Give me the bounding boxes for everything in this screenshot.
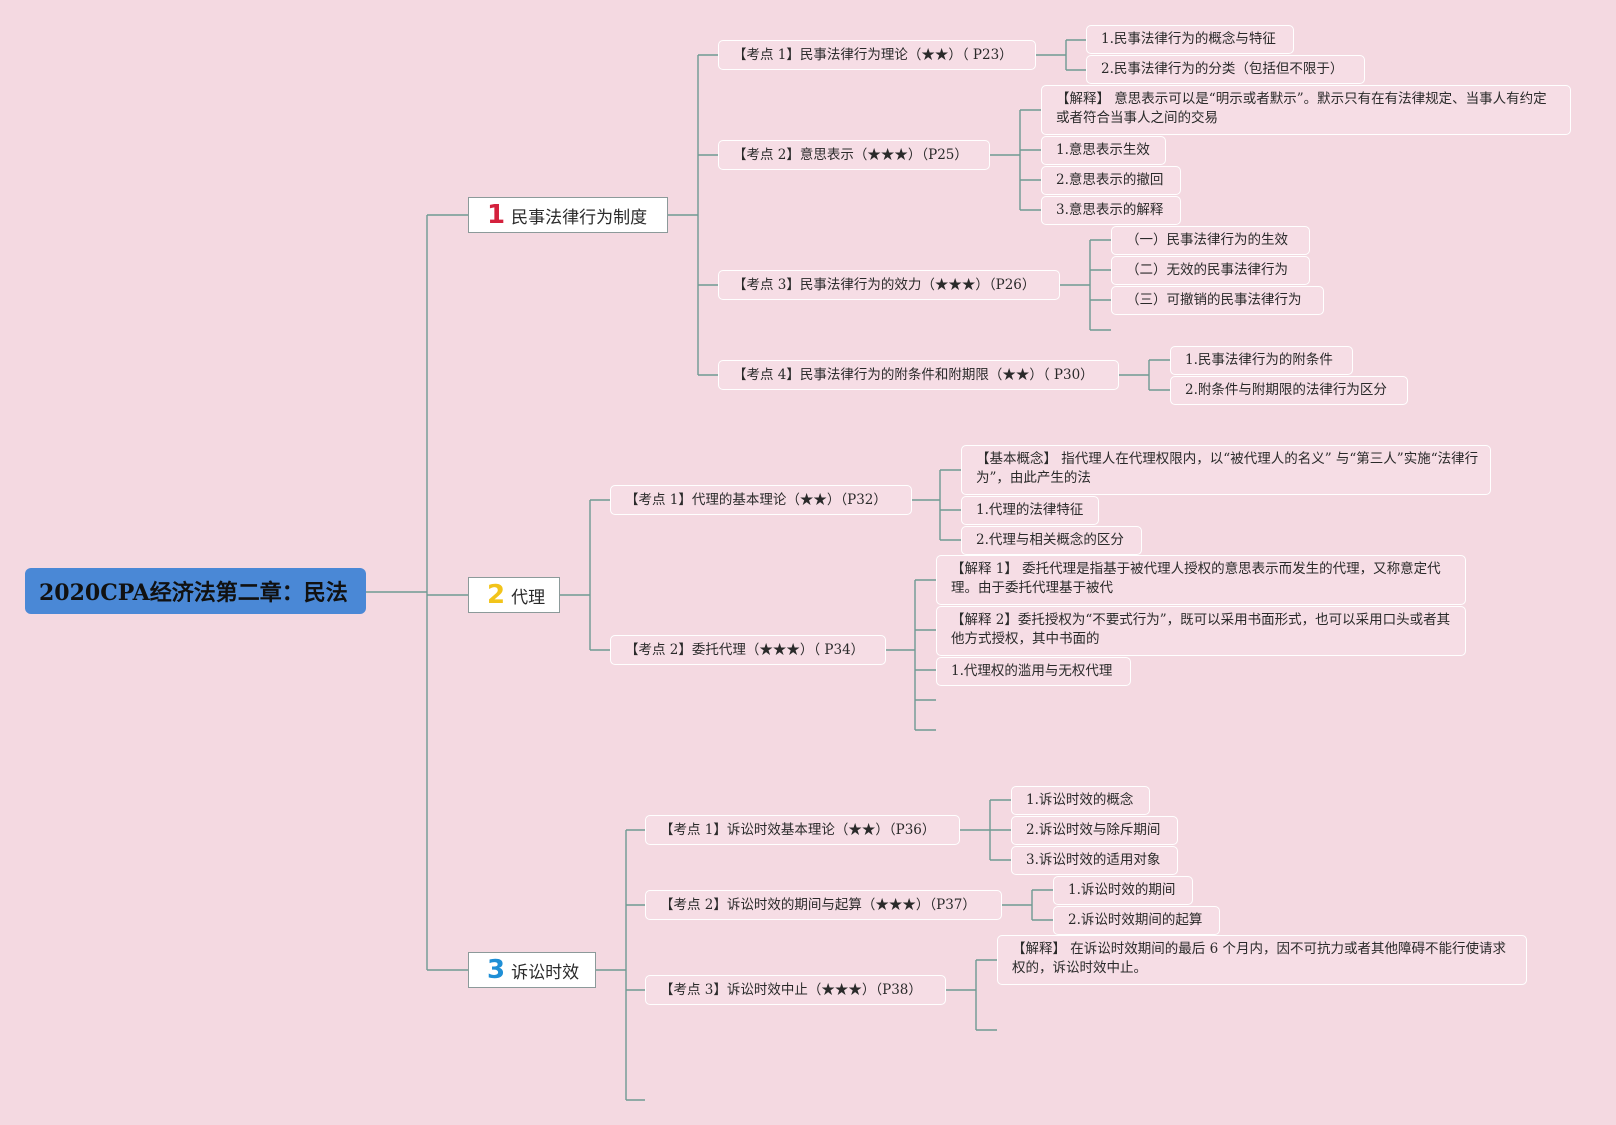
item-text: （二）无效的民事法律行为 xyxy=(1126,262,1288,278)
item-text: 2.诉讼时效与除斥期间 xyxy=(1026,822,1161,838)
connector-branch2-topics xyxy=(560,499,610,651)
root-topic[interactable]: 2020CPA经济法第二章：民法 xyxy=(25,568,366,614)
item-node[interactable]: 2.诉讼时效与除斥期间 xyxy=(1011,816,1178,845)
item-text: 1.诉讼时效的期间 xyxy=(1068,882,1176,898)
note-node[interactable]: 【解释 1】 委托代理是指基于被代理人授权的意思表示而发生的代理，又称意定代理。… xyxy=(936,555,1466,605)
topic-node[interactable]: 【考点 2】诉讼时效的期间与起算（★★★）（P37） xyxy=(645,890,1002,920)
connector-root-branches xyxy=(366,214,468,971)
item-text: 3.意思表示的解释 xyxy=(1056,202,1164,218)
item-text: 2.附条件与附期限的法律行为区分 xyxy=(1185,382,1387,398)
topic-node[interactable]: 【考点 3】民事法律行为的效力（★★★）（P26） xyxy=(718,270,1060,300)
topic-label: 【考点 2】委托代理（★★★）（ P34） xyxy=(625,641,865,658)
item-text: （三）可撤销的民事法律行为 xyxy=(1126,292,1302,308)
item-node[interactable]: 2.诉讼时效期间的起算 xyxy=(1053,906,1220,935)
connector-topic-2-1 xyxy=(912,469,961,541)
branch-label: 民事法律行为制度 xyxy=(511,207,648,228)
item-node[interactable]: 1.诉讼时效的概念 xyxy=(1011,786,1150,815)
topic-node[interactable]: 【考点 3】诉讼时效中止（★★★）（P38） xyxy=(645,975,946,1005)
item-text: 1.代理的法律特征 xyxy=(976,502,1084,518)
item-text: 3.诉讼时效的适用对象 xyxy=(1026,852,1161,868)
item-text: 2.诉讼时效期间的起算 xyxy=(1068,912,1203,928)
item-text: 1.意思表示生效 xyxy=(1056,142,1150,158)
topic-label: 【考点 1】民事法律行为理论（★★）（ P23） xyxy=(733,46,1013,63)
topic-label: 【考点 2】诉讼时效的期间与起算（★★★）（P37） xyxy=(660,896,976,913)
branch-1[interactable]: 1 民事法律行为制度 xyxy=(468,197,668,233)
item-text: 2.代理与相关概念的区分 xyxy=(976,532,1124,548)
item-node[interactable]: 1.民事法律行为的附条件 xyxy=(1170,346,1353,375)
item-text: 1.民事法律行为的附条件 xyxy=(1185,352,1333,368)
connector-topic-3-1 xyxy=(960,799,1011,861)
topic-node[interactable]: 【考点 4】民事法律行为的附条件和附期限（★★）（ P30） xyxy=(718,360,1119,390)
branch-2[interactable]: 2 代理 xyxy=(468,577,560,613)
note-text: 【解释 2】委托授权为“不要式行为”，既可以采用书面形式，也可以采用口头或者其他… xyxy=(951,612,1451,647)
connector-topic-3-2 xyxy=(1002,889,1053,921)
note-text: 【解释】 意思表示可以是“明示或者默示”。默示只有在有法律规定、当事人有约定或者… xyxy=(1056,91,1547,126)
connector-branch1-topics xyxy=(668,54,718,376)
item-node[interactable]: 3.意思表示的解释 xyxy=(1041,196,1181,225)
branch-number: 2 xyxy=(487,580,506,610)
note-text: 【解释】 在诉讼时效期间的最后 6 个月内，因不可抗力或者其他障碍不能行使请求权… xyxy=(1012,941,1506,976)
branch-number: 1 xyxy=(487,200,506,230)
item-node[interactable]: （二）无效的民事法律行为 xyxy=(1111,256,1310,285)
connector-topic-3-3 xyxy=(946,959,997,1031)
item-node[interactable]: 1.民事法律行为的概念与特征 xyxy=(1086,25,1294,54)
topic-node[interactable]: 【考点 2】委托代理（★★★）（ P34） xyxy=(610,635,886,665)
branch-label: 代理 xyxy=(511,587,546,608)
topic-node[interactable]: 【考点 1】代理的基本理论（★★）（P32） xyxy=(610,485,912,515)
item-node[interactable]: 1.代理的法律特征 xyxy=(961,496,1099,525)
note-node[interactable]: 【基本概念】 指代理人在代理权限内，以“被代理人的名义” 与“第三人”实施“法律… xyxy=(961,445,1491,495)
note-node[interactable]: 【解释 2】委托授权为“不要式行为”，既可以采用书面形式，也可以采用口头或者其他… xyxy=(936,606,1466,656)
connector-branch3-topics xyxy=(596,829,645,1101)
connector-topic-1-4 xyxy=(1119,359,1170,391)
branch-3[interactable]: 3 诉讼时效 xyxy=(468,952,596,988)
item-text: 1.诉讼时效的概念 xyxy=(1026,792,1134,808)
note-text: 【基本概念】 指代理人在代理权限内，以“被代理人的名义” 与“第三人”实施“法律… xyxy=(976,451,1479,486)
item-node[interactable]: 1.代理权的滥用与无权代理 xyxy=(936,657,1131,686)
branch-number: 3 xyxy=(487,955,506,985)
note-node[interactable]: 【解释】 在诉讼时效期间的最后 6 个月内，因不可抗力或者其他障碍不能行使请求权… xyxy=(997,935,1527,985)
item-node[interactable]: 2.附条件与附期限的法律行为区分 xyxy=(1170,376,1408,405)
topic-node[interactable]: 【考点 2】意思表示（★★★）（P25） xyxy=(718,140,990,170)
connector-topic-2-2 xyxy=(886,579,936,731)
item-node[interactable]: 3.诉讼时效的适用对象 xyxy=(1011,846,1178,875)
topic-node[interactable]: 【考点 1】民事法律行为理论（★★）（ P23） xyxy=(718,40,1036,70)
item-text: （一）民事法律行为的生效 xyxy=(1126,232,1288,248)
note-node[interactable]: 【解释】 意思表示可以是“明示或者默示”。默示只有在有法律规定、当事人有约定或者… xyxy=(1041,85,1571,135)
item-text: 2.民事法律行为的分类（包括但不限于） xyxy=(1101,61,1344,77)
item-text: 1.代理权的滥用与无权代理 xyxy=(951,663,1113,679)
connector-topic-1-2 xyxy=(990,109,1041,211)
item-node[interactable]: 2.民事法律行为的分类（包括但不限于） xyxy=(1086,55,1365,84)
item-node[interactable]: 2.意思表示的撤回 xyxy=(1041,166,1181,195)
item-node[interactable]: 1.意思表示生效 xyxy=(1041,136,1166,165)
topic-label: 【考点 4】民事法律行为的附条件和附期限（★★）（ P30） xyxy=(733,366,1094,383)
item-text: 2.意思表示的撤回 xyxy=(1056,172,1164,188)
root-title: 2020CPA经济法第二章：民法 xyxy=(39,580,348,606)
note-text: 【解释 1】 委托代理是指基于被代理人授权的意思表示而发生的代理，又称意定代理。… xyxy=(951,561,1441,596)
item-node[interactable]: （三）可撤销的民事法律行为 xyxy=(1111,286,1324,315)
connector-topic-1-1 xyxy=(1036,39,1086,71)
item-text: 1.民事法律行为的概念与特征 xyxy=(1101,31,1276,47)
topic-label: 【考点 3】民事法律行为的效力（★★★）（P26） xyxy=(733,276,1036,293)
topic-label: 【考点 1】诉讼时效基本理论（★★）（P36） xyxy=(660,821,936,838)
branch-label: 诉讼时效 xyxy=(511,962,580,983)
item-node[interactable]: 1.诉讼时效的期间 xyxy=(1053,876,1193,905)
connector-topic-1-3 xyxy=(1060,239,1111,331)
item-node[interactable]: （一）民事法律行为的生效 xyxy=(1111,226,1310,255)
item-node[interactable]: 2.代理与相关概念的区分 xyxy=(961,526,1142,555)
topic-label: 【考点 3】诉讼时效中止（★★★）（P38） xyxy=(660,981,922,998)
topic-label: 【考点 2】意思表示（★★★）（P25） xyxy=(733,146,968,163)
topic-node[interactable]: 【考点 1】诉讼时效基本理论（★★）（P36） xyxy=(645,815,960,845)
topic-label: 【考点 1】代理的基本理论（★★）（P32） xyxy=(625,491,887,508)
